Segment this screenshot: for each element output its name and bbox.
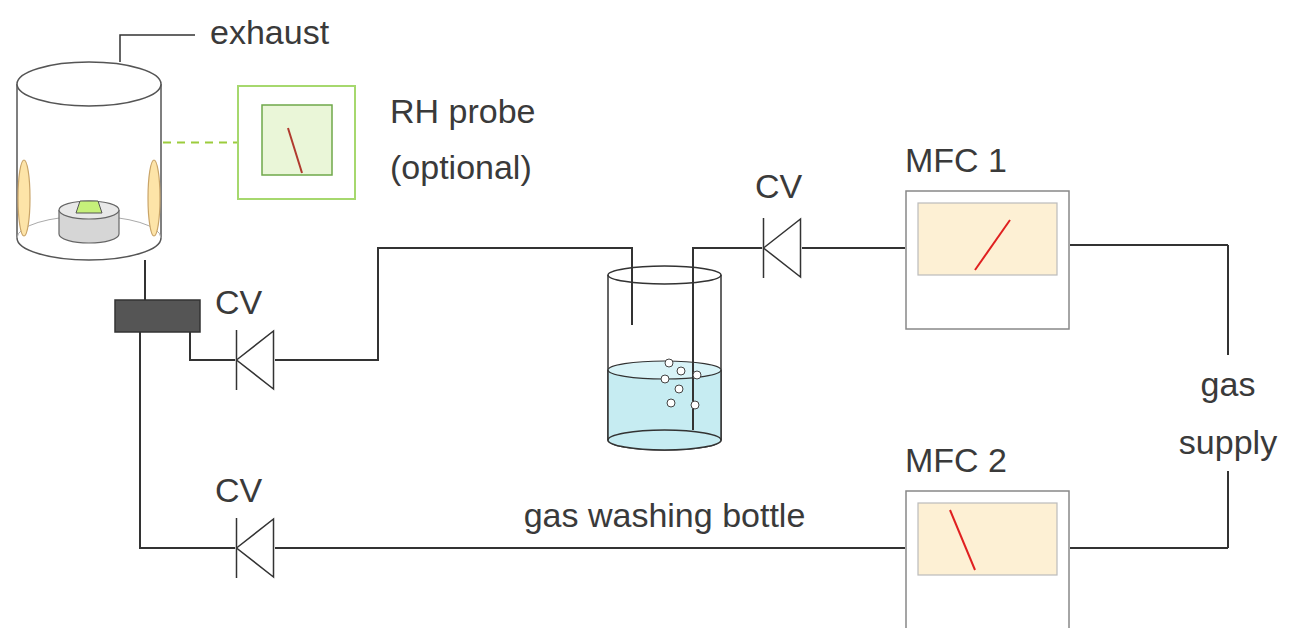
valve-triangle: [764, 219, 801, 277]
check-valve-shape: [762, 218, 802, 278]
leader-line: [120, 35, 195, 62]
mass-flow-controller: MFC 2: [905, 490, 1070, 628]
supply-label: gas supply: [1165, 355, 1291, 471]
gas-washing-bottle: gas washing bottle: [607, 265, 722, 452]
check-valve-shape: [235, 518, 275, 578]
check-valve: CV: [235, 518, 275, 578]
supply-wire: [1070, 547, 1228, 549]
probe-housing: [238, 86, 355, 199]
gas-line: [693, 248, 762, 265]
outlet-tube: [631, 265, 633, 325]
mass-flow-controller-shape: [905, 490, 1070, 628]
bottle-base: [608, 430, 721, 450]
component-label: MFC 2: [905, 440, 1007, 480]
bottle-wall: [720, 370, 722, 440]
component-label: CV: [215, 470, 262, 510]
bubble: [667, 399, 675, 407]
bottle-wall: [608, 275, 721, 450]
bubble: [677, 367, 685, 375]
check-valve: CV: [762, 218, 802, 278]
probe-dial: [262, 105, 332, 175]
sample: [76, 201, 102, 213]
component-label: CV: [755, 166, 802, 206]
bubble: [693, 371, 701, 379]
mfc-display: [918, 503, 1057, 575]
bubble: [675, 385, 683, 393]
gas-line: [802, 247, 905, 249]
gas-line: [275, 547, 905, 549]
mfc-display: [918, 203, 1057, 275]
component-label: gas washing bottle: [524, 495, 806, 535]
component-label: RH probe (optional): [390, 83, 570, 195]
valve-triangle: [237, 331, 274, 389]
check-valve: CV: [235, 330, 275, 390]
vacuum-chamber-shape: [15, 60, 163, 260]
rh-probe-shape: [237, 85, 356, 200]
mfc-housing: [906, 191, 1069, 329]
mass-flow-controller: MFC 1: [905, 190, 1070, 330]
bottle-rim: [608, 266, 721, 284]
component-label: exhaust: [210, 12, 329, 52]
component-label: CV: [215, 282, 262, 322]
window: [148, 160, 160, 236]
rh-probe: RH probe (optional): [237, 85, 356, 200]
sensor-link: [163, 142, 237, 144]
gas-washing-bottle-shape: [607, 265, 722, 452]
bubble: [665, 359, 673, 367]
manifold-block: [115, 300, 200, 332]
bubble: [691, 401, 699, 409]
component-label: MFC 1: [905, 140, 1007, 180]
water: [608, 370, 721, 450]
vacuum-chamber: exhaust: [15, 60, 163, 260]
bubble: [661, 375, 669, 383]
mfc-needle: [975, 220, 1010, 270]
chamber-wall: [17, 84, 161, 260]
mfc-needle: [950, 510, 975, 570]
mfc-housing: [906, 491, 1069, 628]
valve-triangle: [237, 519, 274, 577]
dial-needle: [288, 128, 302, 173]
bottle-wall: [607, 370, 609, 440]
window: [18, 160, 30, 236]
mass-flow-controller-shape: [905, 190, 1070, 330]
sample-holder-top: [59, 201, 119, 219]
gas-line: [275, 248, 632, 360]
supply-wire: [1070, 244, 1228, 246]
check-valve-shape: [235, 330, 275, 390]
chamber-lid: [17, 62, 161, 106]
